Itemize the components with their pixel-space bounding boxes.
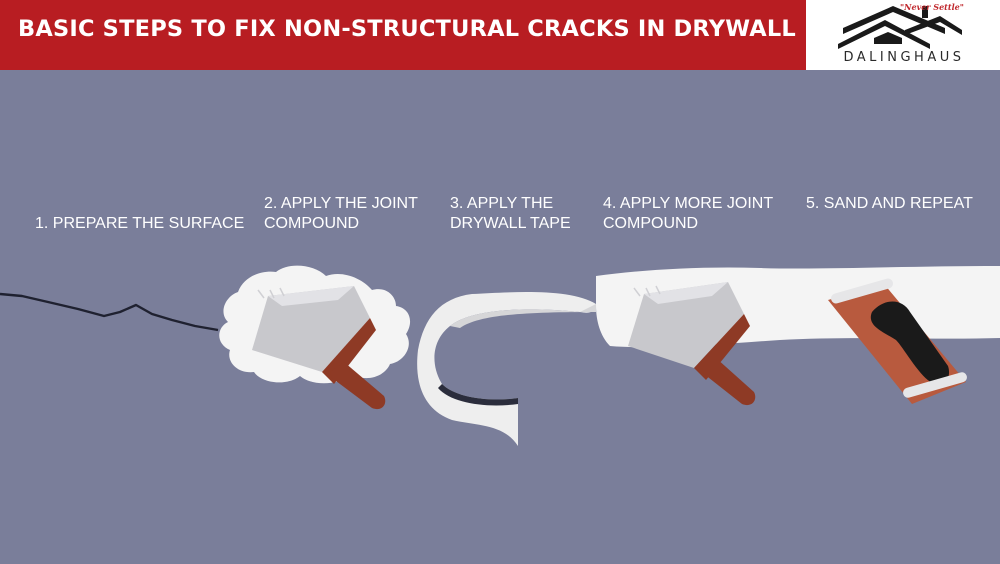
page-title: BASIC STEPS TO FIX NON-STRUCTURAL CRACKS… (18, 16, 796, 42)
step-2-label: 2. APPLY THE JOINT COMPOUND (264, 195, 418, 232)
drywall-tape-edge (450, 304, 596, 328)
sanding-block (828, 278, 967, 404)
knife-blade-highlight (644, 282, 728, 304)
putty-knife-2 (628, 282, 756, 406)
knife-ferrule (694, 314, 750, 380)
crack-line (0, 292, 219, 332)
sander-roller-bottom (903, 372, 967, 398)
knife-handle (702, 358, 756, 406)
house-roof-logo-icon (838, 6, 962, 49)
step-5-label: 5. SAND AND REPEAT (806, 195, 973, 212)
sander-grip (870, 301, 950, 385)
step-3-label: 3. APPLY THE DRYWALL TAPE (450, 195, 571, 232)
logo-wordmark: DALINGHAUS (843, 50, 965, 65)
drywall-tape-shadow (438, 384, 518, 406)
sander-roller-top (831, 278, 893, 304)
knife-handle (330, 362, 386, 410)
step-4-label: 4. APPLY MORE JOINT COMPOUND (603, 195, 774, 232)
logo-tagline: "Never Settle" (900, 2, 964, 12)
knife-blade-highlight (268, 286, 354, 306)
step-1-label: 1. PREPARE THE SURFACE (35, 215, 245, 232)
putty-knife-1 (252, 286, 386, 410)
knife-blade (252, 286, 370, 372)
knife-blade (628, 282, 744, 368)
drywall-tape (417, 292, 596, 446)
knife-ferrule (322, 318, 376, 384)
title-banner: BASIC STEPS TO FIX NON-STRUCTURAL CRACKS… (0, 0, 806, 70)
